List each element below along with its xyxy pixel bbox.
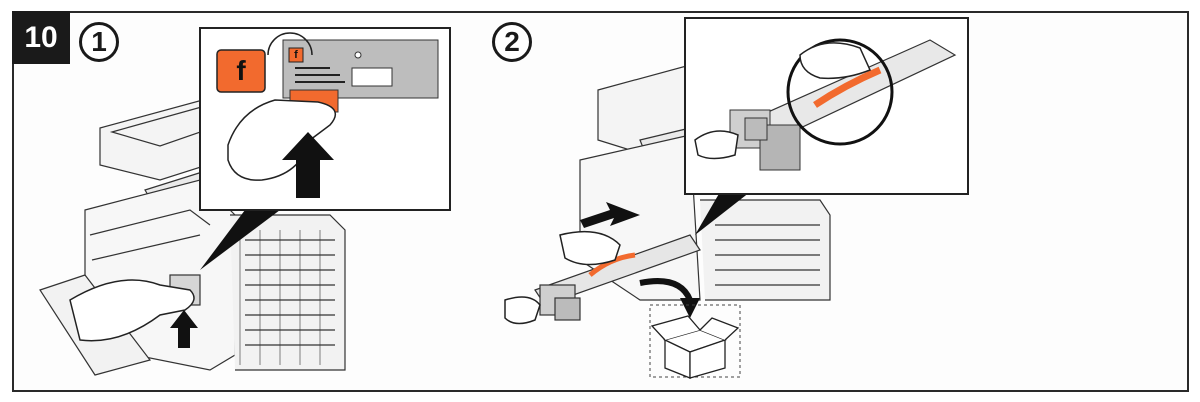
curved-arrow-icon (639, 278, 693, 302)
callout-pointer (695, 192, 750, 235)
substep-1-badge: 1 (79, 22, 119, 62)
callout-box-1 (199, 27, 451, 211)
hand-icon (227, 99, 337, 181)
left-arrow-icon (580, 202, 640, 228)
substep-2-badge: 2 (492, 22, 532, 62)
callout-box-2 (684, 17, 969, 195)
up-arrow-icon (282, 132, 334, 198)
hand-icon (69, 279, 195, 342)
hand-icon (694, 130, 739, 160)
curved-arrow-head (680, 298, 700, 318)
step-number-badge: 10 (12, 11, 70, 64)
callout-f-label-small: f (294, 49, 298, 61)
hand-icon (799, 42, 872, 80)
callout-pointer (200, 210, 280, 270)
hand-icon (504, 296, 541, 325)
up-arrow-icon (170, 310, 198, 348)
callout-f-label-large: f (236, 55, 246, 86)
hand-icon (559, 230, 621, 266)
box-icon (649, 304, 741, 379)
